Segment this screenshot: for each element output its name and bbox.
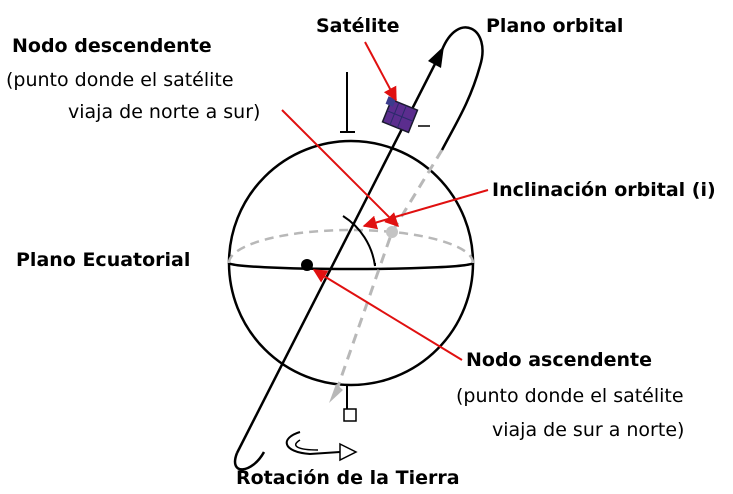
rotation-arrow-icon [285, 431, 358, 462]
ascending-node-dot [301, 259, 313, 271]
label-ascending-desc-2: viaja de sur a norte) [492, 419, 684, 441]
far-node-dot [386, 226, 398, 238]
label-inclination: Inclinación orbital (i) [492, 179, 716, 201]
label-ascending-node: Nodo ascendente [466, 349, 652, 371]
label-descending-node: Nodo descendente [12, 35, 212, 57]
pointer-ascending-node [312, 269, 463, 361]
equator-front [227, 262, 475, 271]
label-orbital-plane: Plano orbital [486, 15, 623, 37]
label-equatorial-plane: Plano Ecuatorial [16, 249, 190, 271]
label-descending-desc-2: viaja de norte a sur) [68, 101, 260, 123]
satellite-icon [381, 96, 419, 134]
label-satellite: Satélite [316, 15, 399, 37]
axis-bottom-box [343, 408, 357, 422]
inclination-arc [342, 215, 376, 267]
orbit-loop [233, 26, 484, 471]
orbit-arrowhead [428, 46, 444, 68]
equator-back [227, 228, 475, 264]
label-descending-desc-1: (punto donde el satélite [6, 69, 234, 91]
orbit-back-arrowhead [329, 384, 343, 403]
label-ascending-desc-1: (punto donde el satélite [456, 385, 684, 407]
pointer-descending-node [281, 109, 399, 227]
label-earth-rotation: Rotación de la Tierra [236, 467, 460, 489]
pointer-inclination [362, 189, 489, 230]
pointer-satellite [364, 41, 397, 102]
orbit-back-dashed [333, 149, 444, 396]
